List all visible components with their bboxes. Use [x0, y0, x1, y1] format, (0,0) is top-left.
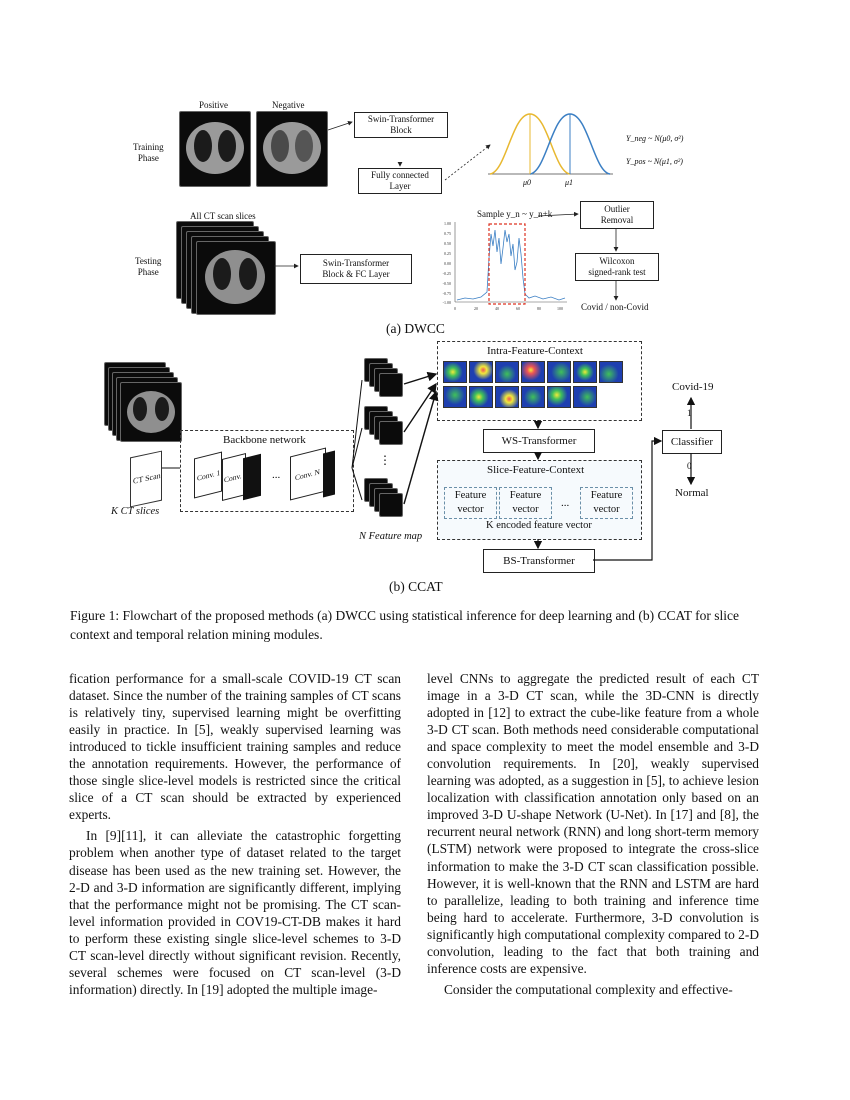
covid-noncovid-label: Covid / non-Covid — [581, 302, 649, 312]
label-one: 1 — [687, 408, 692, 418]
n-feature-map-label: N Feature map — [359, 531, 423, 542]
plot-xtick-4: 80 — [537, 306, 541, 311]
pos-distribution-label: Y_pos ~ N(μ1, σ²) — [626, 157, 683, 166]
swin-transformer-block: Swin-Transformer Block — [354, 112, 448, 138]
feature-vector-1: Feature vector — [444, 487, 497, 519]
neg-distribution-label: Y_neg ~ N(μ0, σ²) — [626, 134, 684, 143]
testing-phase-label: Testing Phase — [135, 256, 162, 277]
backbone-label: Backbone network — [223, 434, 306, 446]
left-paragraph-2: In [9][11], it can alleviate the catastr… — [69, 828, 401, 997]
label-positive: Positive — [199, 100, 229, 110]
gaussian-distributions — [488, 113, 613, 175]
wilcoxon-test-box: Wilcoxon signed-rank test — [575, 253, 659, 281]
bs-transformer-box: BS-Transformer — [483, 549, 595, 573]
k-encoded-label: K encoded feature vector — [486, 520, 592, 531]
caption-ccat: (b) CCAT — [389, 579, 443, 594]
plot-ytick-6: -0.50 — [443, 281, 451, 286]
normal-label: Normal — [675, 487, 709, 499]
k-ct-slices-label: K CT slices — [111, 506, 160, 517]
outlier-removal-box: Outlier Removal — [580, 201, 654, 229]
plot-ytick-1: 0.75 — [444, 231, 451, 236]
feature-vector-ellipsis: ... — [561, 497, 570, 509]
label-zero: 0 — [687, 461, 692, 471]
plot-ytick-7: -0.75 — [443, 291, 451, 296]
classifier-box: Classifier — [662, 430, 722, 454]
ct-image-negative — [256, 111, 328, 187]
caption-dwcc: (a) DWCC — [386, 321, 445, 336]
right-column: level CNNs to aggregate the predicted re… — [427, 670, 759, 998]
slice-feature-context-label: Slice-Feature-Context — [487, 464, 585, 476]
ct-image-positive — [179, 111, 251, 187]
plot-ytick-3: 0.25 — [444, 251, 451, 256]
prediction-plot: 1.00 0.75 0.50 0.25 0.00 -0.25 -0.50 -0.… — [443, 221, 567, 311]
plot-ytick-8: -1.00 — [443, 300, 451, 305]
intra-feature-context-box — [437, 341, 642, 421]
ws-transformer-box: WS-Transformer — [483, 429, 595, 453]
intra-feature-context-label: Intra-Feature-Context — [487, 345, 583, 357]
all-ct-slices-label: All CT scan slices — [190, 211, 256, 221]
left-paragraph-1: fication performance for a small-scale C… — [69, 671, 401, 823]
plot-ytick-2: 0.50 — [444, 241, 451, 246]
feature-vector-k: Feature vector — [580, 487, 633, 519]
plot-xtick-5: 100 — [557, 306, 563, 311]
backbone-ellipsis: ... — [272, 469, 281, 481]
plot-ytick-4: 0.00 — [444, 261, 451, 266]
covid19-label: Covid-19 — [672, 381, 714, 393]
ccat-arrows — [162, 371, 696, 561]
mu0-label: μ0 — [523, 178, 532, 187]
left-column: fication performance for a small-scale C… — [69, 670, 401, 998]
right-paragraph-2: Consider the computational complexity an… — [444, 981, 733, 997]
backbone-network-box — [180, 430, 354, 512]
plot-xtick-0: 0 — [454, 306, 456, 311]
fully-connected-layer: Fully connected Layer — [358, 168, 442, 194]
label-negative: Negative — [272, 100, 305, 110]
plot-xtick-1: 20 — [474, 306, 478, 311]
training-phase-label: Training Phase — [133, 142, 164, 163]
swin-fc-block: Swin-Transformer Block & FC Layer — [300, 254, 412, 284]
plot-xtick-3: 60 — [516, 306, 520, 311]
mu1-label: μ1 — [565, 178, 574, 187]
feature-vector-2: Feature vector — [499, 487, 552, 519]
plot-ytick-5: -0.25 — [443, 271, 451, 276]
testing-flow-arrows — [537, 211, 619, 301]
feature-map-vdots: ⋮ — [379, 453, 391, 467]
plot-ytick-0: 1.00 — [444, 221, 451, 226]
testing-arrow — [274, 263, 299, 269]
figure-caption: Figure 1: Flowchart of the proposed meth… — [70, 608, 739, 642]
right-paragraph-1: level CNNs to aggregate the predicted re… — [427, 671, 759, 976]
plot-xtick-2: 40 — [495, 306, 499, 311]
sample-label: Sample y_n ~ y_n+k — [477, 209, 553, 219]
training-arrows — [327, 120, 491, 181]
